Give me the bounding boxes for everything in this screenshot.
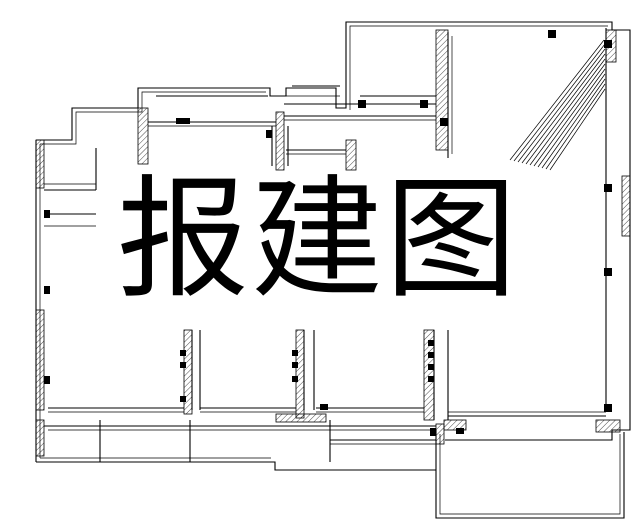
outer-walls — [35, 21, 631, 519]
interior-walls — [44, 32, 606, 462]
staircase — [509, 39, 606, 171]
stamp-title: 报建图 — [117, 163, 519, 317]
fixture-marks — [44, 30, 612, 436]
